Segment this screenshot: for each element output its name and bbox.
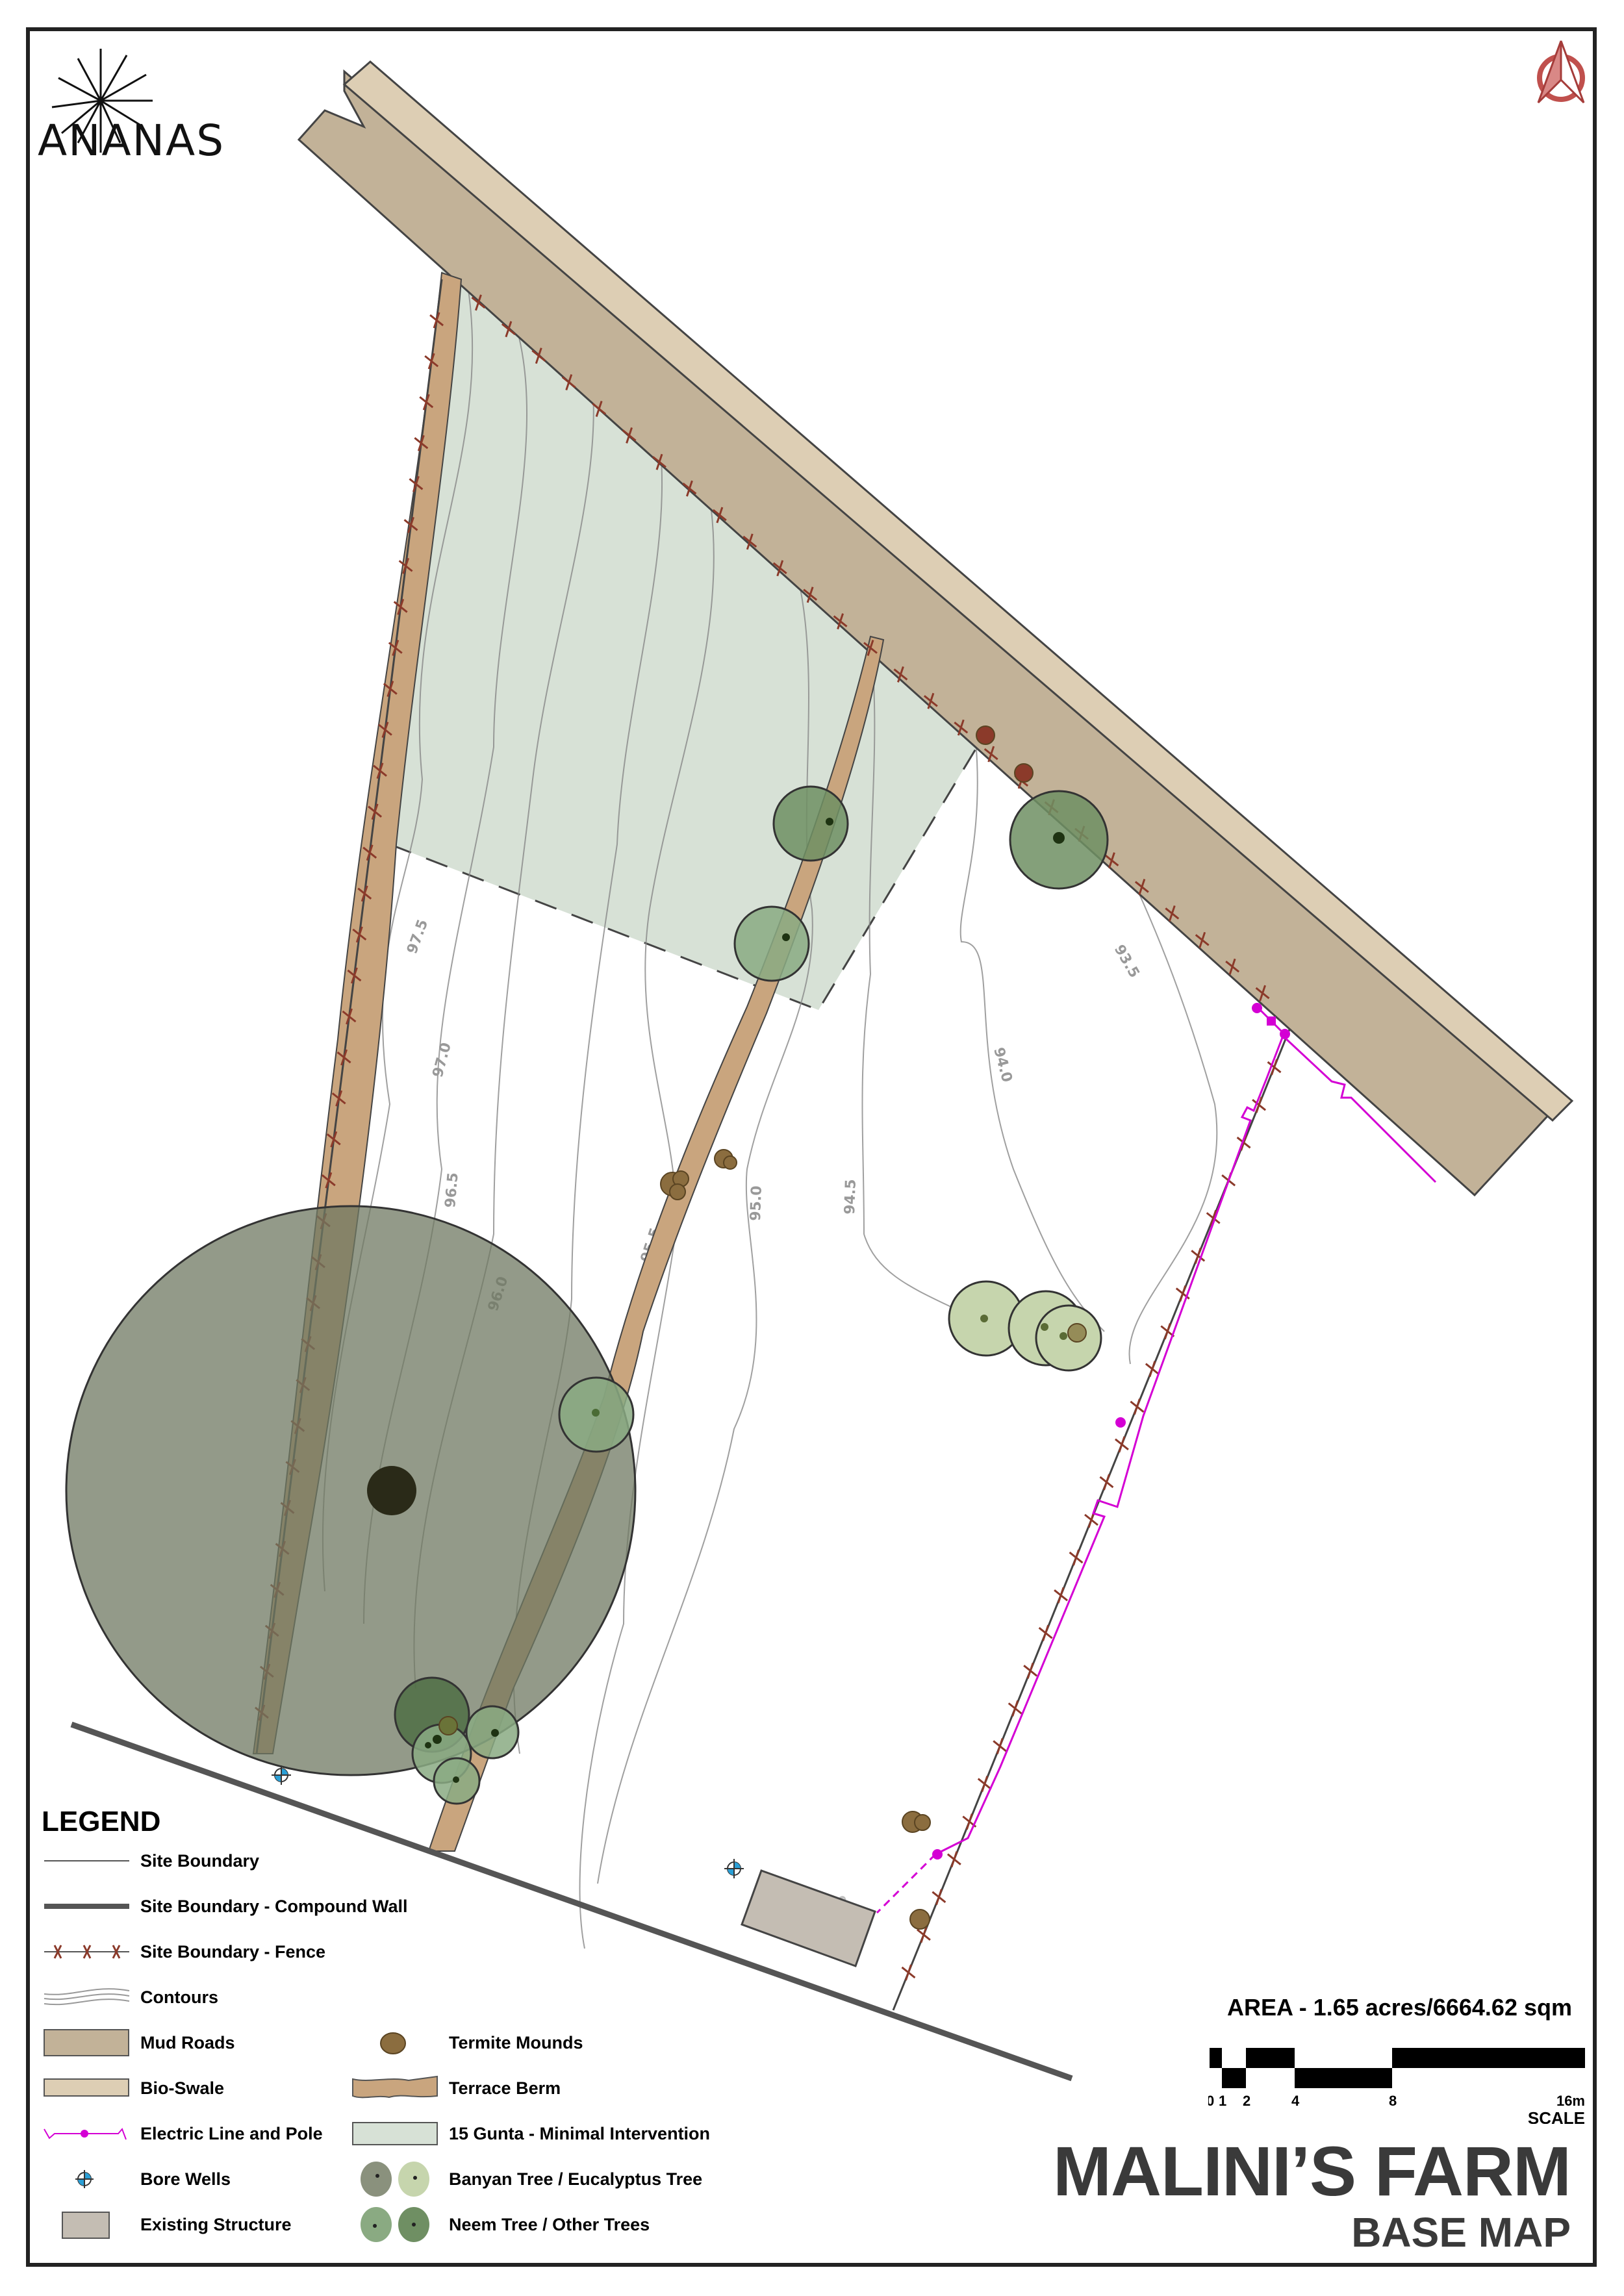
page-title: MALINI’S FARM [1053,2132,1571,2210]
legend-item-existing-structure: Existing Structure [42,2208,292,2241]
legend-item-terrace-berm: Terrace Berm [350,2072,561,2104]
page-subtitle: BASE MAP [1351,2209,1571,2256]
mud-road-swatch-icon [44,2029,129,2056]
brand-logo-text: ANANAS [38,116,225,166]
existing-structure-swatch-icon [62,2212,110,2239]
area-text: AREA - 1.65 acres/6664.62 sqm [1227,1994,1572,2021]
legend-item-bio-swale: Bio-Swale [42,2072,224,2104]
svg-text:97.5: 97.5 [404,917,431,956]
svg-text:96.5: 96.5 [442,1172,462,1208]
electric-line [876,1005,1437,1914]
legend-item-fence: Site Boundary - Fence [42,1936,325,1968]
svg-text:0: 0 [1208,2093,1214,2109]
electric-line-icon [44,2128,127,2140]
neem-other-trees-icon [361,2207,429,2242]
legend-item-neem-other: Neem Tree / Other Trees [350,2207,650,2242]
mud-road [297,60,1574,1197]
contours-line-icon [44,1988,130,2006]
bore-well [272,1765,291,1785]
legend-item-contours: Contours [42,1981,218,2013]
pineapple-icon [51,49,153,153]
svg-text:8: 8 [1389,2093,1397,2109]
bio-swale-swatch-icon [44,2078,129,2097]
legend-item-mud-roads: Mud Roads [42,2026,235,2059]
svg-text:95.0: 95.0 [748,1185,765,1221]
tree-trunks [425,818,1067,1783]
map-frame [26,27,1597,2267]
legend-item-minimal-intervention: 15 Gunta - Minimal Intervention [350,2117,710,2150]
site-boundary-line-icon [44,1860,129,1861]
compound-wall-line-icon [44,1904,129,1909]
svg-text:2: 2 [1243,2093,1250,2109]
terrace-berm-center [427,635,885,1852]
svg-text:94.5: 94.5 [842,1179,859,1215]
scale-bar: 0 1 2 4 8 16m SCALE [1208,2048,1585,2124]
svg-text:16m: 16m [1556,2093,1585,2109]
svg-text:97.0: 97.0 [430,1041,455,1079]
legend-item-termite-mounds: Termite Mounds [350,2026,583,2059]
bore-well [724,1859,744,1878]
compound-wall [70,1721,1073,2082]
banyan-tree [65,1205,637,1776]
banyan-eucalyptus-trees-icon [361,2162,429,2197]
legend-item-compound-wall: Site Boundary - Compound Wall [42,1890,408,1923]
legend-title: LEGEND [42,1806,161,1837]
minimal-intervention-swatch-icon [352,2122,438,2145]
electric-poles [932,1003,1290,1860]
svg-text:4: 4 [1291,2093,1300,2109]
terrace-berm-swatch-icon [352,2075,438,2099]
legend-item-site-boundary: Site Boundary [42,1845,259,1877]
legend-item-bore-wells: Bore Wells [42,2163,231,2195]
termite-mound-icon [380,2032,406,2054]
svg-text:94.0: 94.0 [990,1046,1015,1084]
svg-text:SCALE: SCALE [1528,2108,1585,2124]
north-arrow-icon [1537,40,1585,104]
legend-item-banyan-eucalyptus: Banyan Tree / Eucalyptus Tree [350,2162,702,2197]
svg-text:93.5: 93.5 [1111,942,1143,981]
termite-mounds [438,725,1087,1930]
trees [394,785,1109,1805]
fence-line-icon [44,1945,129,1959]
bore-well-icon [75,2170,94,2188]
existing-structure [741,1869,876,1967]
legend-item-electric-line: Electric Line and Pole [42,2117,323,2150]
svg-text:1: 1 [1219,2093,1226,2109]
